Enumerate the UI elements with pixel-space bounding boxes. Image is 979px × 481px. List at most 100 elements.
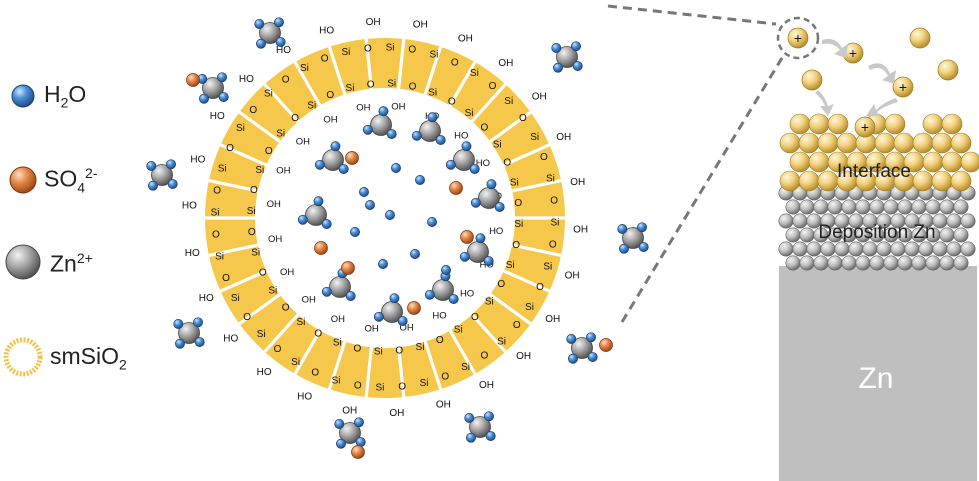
- interface-atom: [941, 151, 963, 173]
- shell-separator: [396, 38, 406, 89]
- oh-group-label: OH: [516, 351, 531, 362]
- oh-group-label: OH: [267, 199, 281, 210]
- shell-separator: [503, 143, 551, 167]
- charged-zn-ion: +: [854, 116, 876, 138]
- deposition-label: Deposition Zn: [818, 222, 935, 243]
- ho-group-label: HO: [223, 333, 238, 344]
- oh-group-label: OH: [458, 34, 473, 45]
- ion-charge-label: +: [794, 30, 802, 46]
- ho-group-label: HO: [319, 25, 334, 36]
- interface-atom: [779, 170, 801, 192]
- oh-group-label: OH: [556, 132, 571, 143]
- zinc-ion-icon: [5, 244, 41, 280]
- sulfate-ion: [407, 301, 421, 315]
- interface-label: Interface: [837, 161, 911, 182]
- shell-separator: [448, 61, 477, 107]
- deposited-zn-atom: [953, 227, 969, 243]
- o-atom-label: O: [364, 43, 372, 54]
- ho-group-label: HO: [276, 45, 291, 56]
- si-atom-label: Si: [506, 260, 515, 271]
- si-o-inner-ring: SiOSiOSiOSiOSiOSiOSiOSiOSiOSiOSiOSiOSiOS…: [247, 79, 524, 358]
- interface-atom: [808, 113, 830, 135]
- ho-group-label: HO: [182, 201, 197, 212]
- oh-group-label: OH: [479, 380, 494, 391]
- water-molecule: [551, 43, 562, 53]
- ho-group-label: HO: [432, 310, 446, 321]
- water-molecule: [345, 291, 356, 301]
- incoming-zn-ions: ++++: [787, 27, 959, 138]
- interface-atom: [922, 151, 944, 173]
- solvated-zinc-ion: [173, 317, 205, 349]
- charged-zn-ion: +: [842, 42, 864, 64]
- legend-sulfate-label: SO42-: [44, 164, 98, 196]
- solvated-zinc-ion: [254, 17, 286, 49]
- oh-group-label: OH: [570, 177, 585, 188]
- si-atom-label: Si: [514, 219, 523, 230]
- deposited-zn-atom: [946, 241, 962, 257]
- legend-zinc-ion-label: Zn2+: [50, 249, 93, 277]
- deposited-zn-atom: [925, 199, 941, 215]
- ho-group-label: HO: [190, 154, 205, 165]
- deposited-zn-atom: [883, 199, 899, 215]
- zinc-ion: [469, 416, 491, 438]
- ho-group-label: HO: [185, 248, 200, 259]
- shell-separator: [293, 329, 322, 375]
- water-molecule: [336, 438, 346, 449]
- water-molecule: [378, 259, 388, 269]
- sulfate-ion: [186, 73, 200, 87]
- water-molecule: [167, 179, 178, 189]
- deposited-zn-atom: [862, 241, 878, 257]
- deposited-zn-atom: [855, 255, 871, 271]
- water-molecule: [199, 93, 209, 104]
- water-molecule: [424, 289, 435, 300]
- zn-atom: [801, 69, 823, 91]
- ho-group-label: HO: [210, 111, 225, 122]
- interface-atom: [789, 113, 811, 135]
- o-atom-label: O: [549, 240, 557, 251]
- o-atom-label: O: [354, 344, 362, 355]
- o-atom-label: O: [250, 185, 258, 196]
- shell-separator: [208, 179, 259, 193]
- water-molecule: [217, 72, 227, 83]
- shell-separator: [263, 313, 300, 353]
- interface-atom: [827, 113, 849, 135]
- si-atom-label: Si: [374, 346, 383, 357]
- ion-charge-label: +: [849, 45, 857, 61]
- ho-group-label: HO: [489, 226, 503, 237]
- o-atom-label: O: [226, 143, 234, 154]
- sulfate-ion: [460, 230, 474, 244]
- shell-separator: [238, 110, 281, 143]
- o-atom-label: O: [441, 371, 449, 382]
- interface-atom: [950, 170, 972, 192]
- solvated-zinc-ion: [297, 196, 332, 229]
- shell-separator: [263, 83, 300, 123]
- shell-separator: [470, 313, 507, 353]
- si-atom-label: Si: [504, 96, 513, 107]
- shell-separator: [423, 341, 443, 390]
- o-atom-label: O: [395, 346, 403, 357]
- si-atom-label: Si: [420, 378, 429, 389]
- si-atom-label: Si: [465, 108, 474, 119]
- deposited-zn-atom: [939, 199, 955, 215]
- water-molecule: [466, 432, 476, 443]
- charged-zn-ion: +: [787, 27, 809, 49]
- deposited-zn-atom: [960, 241, 976, 257]
- si-atom-label: Si: [296, 317, 305, 328]
- sulfate-ion: [351, 445, 365, 459]
- water-molecule: [359, 187, 369, 197]
- water-molecule: [568, 353, 578, 364]
- deposited-zn-atom: [911, 199, 927, 215]
- si-atom-label: Si: [375, 382, 384, 393]
- solvated-zinc-ion: [445, 141, 480, 174]
- water-molecule: [173, 319, 184, 329]
- zinc-ion: [151, 164, 173, 186]
- o-atom-label: O: [314, 329, 322, 340]
- oh-group-label: OH: [399, 322, 413, 333]
- o-atom-label: O: [497, 279, 505, 290]
- o-atom-label: O: [512, 240, 520, 251]
- si-atom-label: Si: [215, 252, 224, 263]
- si-atom-label: Si: [461, 362, 470, 373]
- o-atom-label: O: [471, 312, 479, 323]
- legend-icons: [3, 84, 43, 377]
